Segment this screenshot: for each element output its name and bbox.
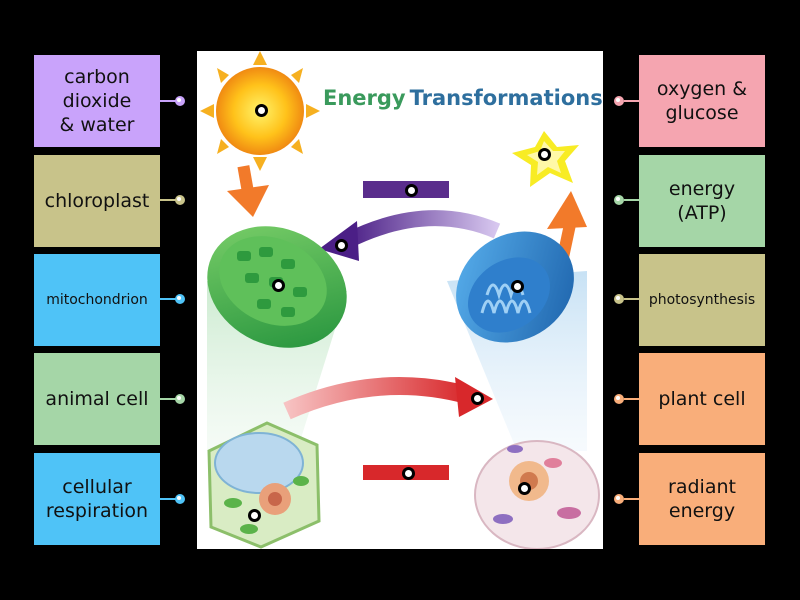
label-radiant-energy[interactable]: radiant energy bbox=[639, 453, 765, 545]
connector-left-5 bbox=[160, 498, 176, 500]
connector-left-4 bbox=[160, 398, 176, 400]
label-oxygen-glucose[interactable]: oxygen & glucose bbox=[639, 55, 765, 147]
connector-right-4 bbox=[624, 398, 640, 400]
connector-left-3 bbox=[160, 298, 176, 300]
connector-right-3 bbox=[624, 298, 640, 300]
label-chloroplast[interactable]: chloroplast bbox=[34, 155, 160, 247]
connector-left-1 bbox=[160, 100, 176, 102]
label-mitochondrion[interactable]: mitochondrion bbox=[34, 254, 160, 346]
label-energy-atp[interactable]: energy (ATP) bbox=[639, 155, 765, 247]
drop-target-plant-cell[interactable] bbox=[248, 509, 261, 522]
animal-cell-illustration bbox=[474, 440, 600, 549]
connector-dot-left-2[interactable] bbox=[175, 195, 185, 205]
connector-dot-left-4[interactable] bbox=[175, 394, 185, 404]
title-energy: Energy bbox=[323, 86, 406, 110]
connector-right-1 bbox=[624, 100, 640, 102]
title-transformations: Transformations bbox=[410, 86, 603, 110]
label-plant-cell[interactable]: plant cell bbox=[639, 353, 765, 445]
label-carbon-dioxide-water[interactable]: carbon dioxide & water bbox=[34, 55, 160, 147]
drop-target-purple-bar[interactable] bbox=[405, 184, 418, 197]
drop-target-mitochondrion[interactable] bbox=[511, 280, 524, 293]
drop-target-red-arrow[interactable] bbox=[471, 392, 484, 405]
connector-left-2 bbox=[160, 199, 176, 201]
connector-dot-right-1[interactable] bbox=[614, 96, 624, 106]
connector-dot-right-2[interactable] bbox=[614, 195, 624, 205]
connector-dot-right-4[interactable] bbox=[614, 394, 624, 404]
label-cellular-respiration[interactable]: cellular respiration bbox=[34, 453, 160, 545]
label-photosynthesis[interactable]: photosynthesis bbox=[639, 254, 765, 346]
connector-dot-left-1[interactable] bbox=[175, 96, 185, 106]
drop-target-star[interactable] bbox=[538, 148, 551, 161]
drop-target-sun[interactable] bbox=[255, 104, 268, 117]
connector-right-2 bbox=[624, 199, 640, 201]
plant-cell-illustration bbox=[207, 421, 321, 549]
drop-target-chloroplast[interactable] bbox=[272, 279, 285, 292]
connector-right-5 bbox=[624, 498, 640, 500]
drop-target-red-bar[interactable] bbox=[402, 467, 415, 480]
drop-target-animal-cell[interactable] bbox=[518, 482, 531, 495]
drop-target-purple-arrow[interactable] bbox=[335, 239, 348, 252]
connector-dot-left-3[interactable] bbox=[175, 294, 185, 304]
connector-dot-left-5[interactable] bbox=[175, 494, 185, 504]
arrow-sun-to-chloroplast bbox=[227, 165, 269, 217]
connector-dot-right-5[interactable] bbox=[614, 494, 624, 504]
label-animal-cell[interactable]: animal cell bbox=[34, 353, 160, 445]
connector-dot-right-3[interactable] bbox=[614, 294, 624, 304]
